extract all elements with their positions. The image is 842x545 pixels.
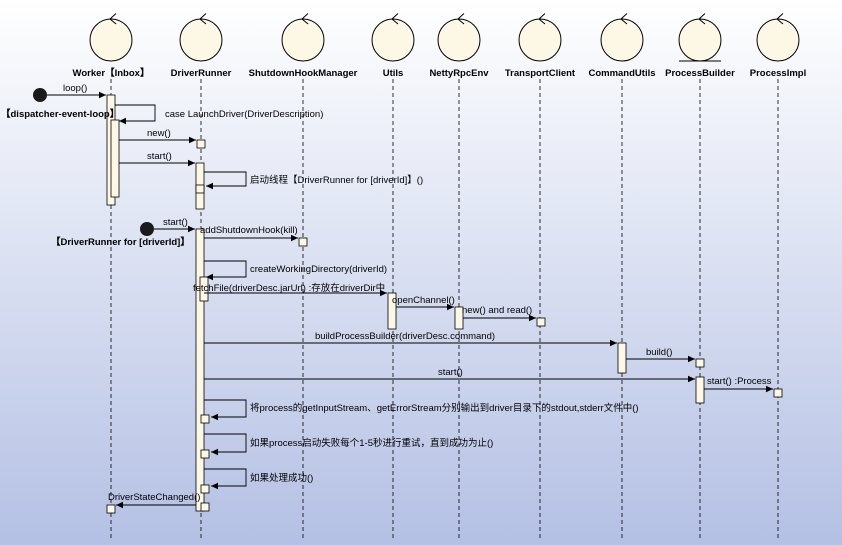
activation-bar-driverrunner [195,228,205,512]
message-label-start2: start() [163,217,188,228]
return-box [195,184,205,194]
control-worker-icon [89,18,133,62]
control-cmdutils-icon [600,18,644,62]
lifeline-label-shutdown: ShutdownHookManager [249,68,358,79]
message-label-success: 如果处理成功() [250,472,313,484]
self-message-thread [204,171,247,190]
self-message-launch [115,104,156,125]
return-box [773,388,783,398]
control-pb-icon [678,18,722,62]
return-box [200,502,210,512]
activation-bar-worker [110,119,120,198]
message-label-loop: loop() [63,83,87,94]
message-label-start1: start() [147,151,172,162]
self-message-createdir [204,260,247,281]
message-label-changed: DriverStateChanged() [108,492,200,503]
control-arrow-icon [391,13,399,25]
message-label-build: build() [646,347,672,358]
lifeline-label-transport: TransportClient [505,68,576,79]
self-message-retry [204,433,247,456]
lifeline-label-driverrunner: DriverRunner [171,68,232,79]
control-arrow-icon [698,13,706,25]
self-message-success [204,468,247,490]
return-box [196,139,206,149]
control-arrow-icon [776,13,784,25]
control-driverrunner-icon [179,18,223,62]
activation-bar-pb [695,376,705,404]
return-box [536,317,546,327]
initial-node-icon [33,88,47,102]
message-label-stream: 将process的getInputStream、getErrorStream分别… [250,402,639,414]
message-label-hook: addShutdownHook(kill) [200,225,298,236]
control-arrow-icon [199,13,207,25]
return-box [695,358,705,368]
message-label-fetch: fetchFile(driverDesc.jarUrl) :存放在driverD… [193,282,385,294]
lifeline-label-utils: Utils [383,68,404,79]
return-box [106,504,116,514]
lifeline-label-cmdutils: CommandUtils [588,68,655,79]
message-label-start3: start() [438,367,463,378]
control-arrow-icon [301,13,309,25]
thread-label-dispatcher: 【dispatcher-event-loop】 [1,108,119,120]
activation-bar-driverrunner [199,276,209,302]
lifeline-label-pimpl: ProcessImpl [750,68,807,79]
message-label-openchan: openChannel() [392,295,455,306]
control-arrow-icon [109,13,117,25]
message-label-startproc: start() :Process [707,376,772,387]
message-label-buildpb: buildProcessBuilder(driverDesc.command) [315,331,495,342]
return-box [298,237,308,247]
message-label-retry: 如果process启动失败每个1-5秒进行重试，直到成功为止() [250,437,493,449]
control-arrow-icon [620,13,628,25]
return-box [200,484,210,494]
message-label-createdir: createWorkingDirectory(driverId) [250,264,387,275]
lifeline-label-pb: ProcessBuilder [665,68,735,79]
message-label-newread: new() and read() [462,305,532,316]
message-label-launch: case LaunchDriver(DriverDescription) [165,109,323,120]
return-box [200,449,210,459]
control-shutdown-icon [281,18,325,62]
control-arrow-icon [538,13,546,25]
control-utils-icon [371,18,415,62]
lifeline-label-netty: NettyRpcEnv [429,68,489,79]
control-netty-icon [437,18,481,62]
thread-label-runner: 【DriverRunner for [driverId]】 [51,236,190,248]
lifeline-label-worker: Worker【Inbox】 [73,67,150,79]
message-label-new: new() [147,128,171,139]
control-pimpl-icon [756,18,800,62]
return-box [200,414,210,424]
control-transport-icon [518,18,562,62]
self-message-stream [204,399,247,421]
activation-bar-cmdutils [617,342,627,374]
message-label-thread: 启动线程【DriverRunner for [driverId]】() [250,174,423,186]
activation-bar-utils [387,292,397,330]
initial-node-icon [140,222,154,236]
control-arrow-icon [457,13,465,25]
